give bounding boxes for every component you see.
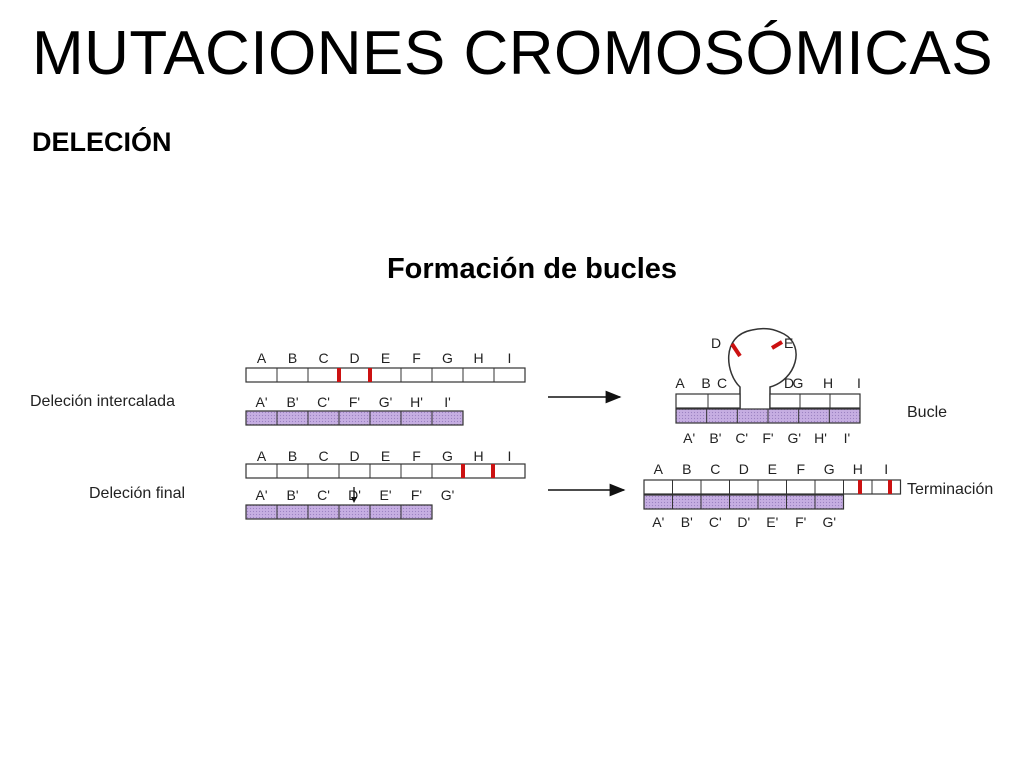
gene-label: D — [349, 448, 359, 464]
breakpoint-h — [461, 464, 465, 478]
chromosome-loop — [728, 327, 797, 409]
gene-label-prime: B' — [681, 514, 693, 530]
gene-label-prime: B' — [286, 394, 298, 410]
gene-label-prime: A' — [683, 430, 695, 446]
gene-label: H — [823, 375, 833, 391]
gene-label: E — [381, 350, 390, 366]
gene-label: I — [857, 375, 861, 391]
loop-label-D: D — [711, 335, 721, 351]
gene-label-prime: F' — [795, 514, 806, 530]
breakpoint-d — [337, 368, 341, 382]
gene-label-prime: H' — [410, 394, 423, 410]
gene-label-prime: C' — [709, 514, 722, 530]
gene-label: H — [473, 448, 483, 464]
breakpoint-e — [368, 368, 372, 382]
gene-label: C — [717, 375, 727, 391]
gene-label-prime: G' — [788, 430, 802, 446]
loop-break-left — [730, 342, 742, 358]
breakpoint-h-after — [858, 480, 862, 494]
gene-label: A — [675, 375, 685, 391]
gene-label-prime: F' — [411, 487, 422, 503]
gene-label: D — [349, 350, 359, 366]
chromatid-top-termination — [643, 479, 902, 495]
gene-label: G — [793, 375, 804, 391]
gene-label-prime: A' — [652, 514, 664, 530]
chromatid-top-loop-right — [769, 393, 861, 409]
gene-label: F — [796, 461, 805, 477]
gene-label: E — [381, 448, 390, 464]
gene-label: B — [682, 461, 691, 477]
gene-label: H — [853, 461, 863, 477]
gene-label: I — [884, 461, 888, 477]
gene-label-prime: I' — [844, 430, 851, 446]
gene-label: I — [508, 448, 512, 464]
slide-title: MUTACIONES CROMOSÓMICAS — [32, 19, 994, 88]
gene-label-prime: D' — [737, 514, 750, 530]
gene-label: B — [288, 350, 297, 366]
gene-label-prime: H' — [814, 430, 827, 446]
gene-label-prime: A' — [255, 487, 267, 503]
gene-label: B — [288, 448, 297, 464]
gene-label-prime: G' — [379, 394, 393, 410]
gene-label-prime: I' — [444, 394, 451, 410]
gene-label: A — [654, 461, 664, 477]
gene-label-prime: G' — [441, 487, 455, 503]
gene-label: F — [412, 350, 421, 366]
loop-label-E: E — [784, 335, 793, 351]
breakpoint-end — [491, 464, 495, 478]
loop-break-right — [770, 340, 784, 350]
gene-label: C — [318, 350, 328, 366]
gene-label: C — [710, 461, 720, 477]
gene-label-prime: E' — [379, 487, 391, 503]
gene-label-prime: E' — [766, 514, 778, 530]
deletion-arrow-head — [351, 497, 357, 503]
gene-label-prime: C' — [735, 430, 748, 446]
gene-label: D — [739, 461, 749, 477]
gene-label-prime: A' — [255, 394, 267, 410]
gene-label: G — [442, 448, 453, 464]
gene-label-prime: F' — [349, 394, 360, 410]
label-loop: Bucle — [907, 404, 947, 421]
slide-subtitle: DELECIÓN — [32, 127, 172, 157]
gene-label: G — [824, 461, 835, 477]
gene-label-prime: C' — [317, 394, 330, 410]
gene-label: B — [701, 375, 710, 391]
gene-label: E — [768, 461, 777, 477]
gene-label-prime: C' — [317, 487, 330, 503]
gene-label-prime: B' — [286, 487, 298, 503]
chromatid-bottom-termination — [643, 494, 845, 510]
label-deletion-terminal: Deleción final — [89, 485, 185, 502]
gene-label-prime: B' — [709, 430, 721, 446]
gene-label: C — [318, 448, 328, 464]
label-deletion-interstitial: Deleción intercalada — [30, 393, 175, 410]
gene-label: I — [508, 350, 512, 366]
chromatid-bottom-interstitial — [245, 410, 464, 426]
chromatid-top-terminal — [245, 463, 526, 479]
figure-heading: Formación de bucles — [386, 253, 678, 285]
label-termination: Terminación — [907, 481, 993, 498]
gene-label: D — [784, 375, 794, 391]
gene-label: G — [442, 350, 453, 366]
gene-label: A — [257, 448, 267, 464]
gene-label-prime: F' — [762, 430, 773, 446]
chromatid-top-interstitial — [245, 367, 526, 383]
gene-label-prime: G' — [822, 514, 836, 530]
gene-label: F — [412, 448, 421, 464]
gene-label: A — [257, 350, 267, 366]
gene-label: H — [473, 350, 483, 366]
breakpoint-end-after — [888, 480, 892, 494]
